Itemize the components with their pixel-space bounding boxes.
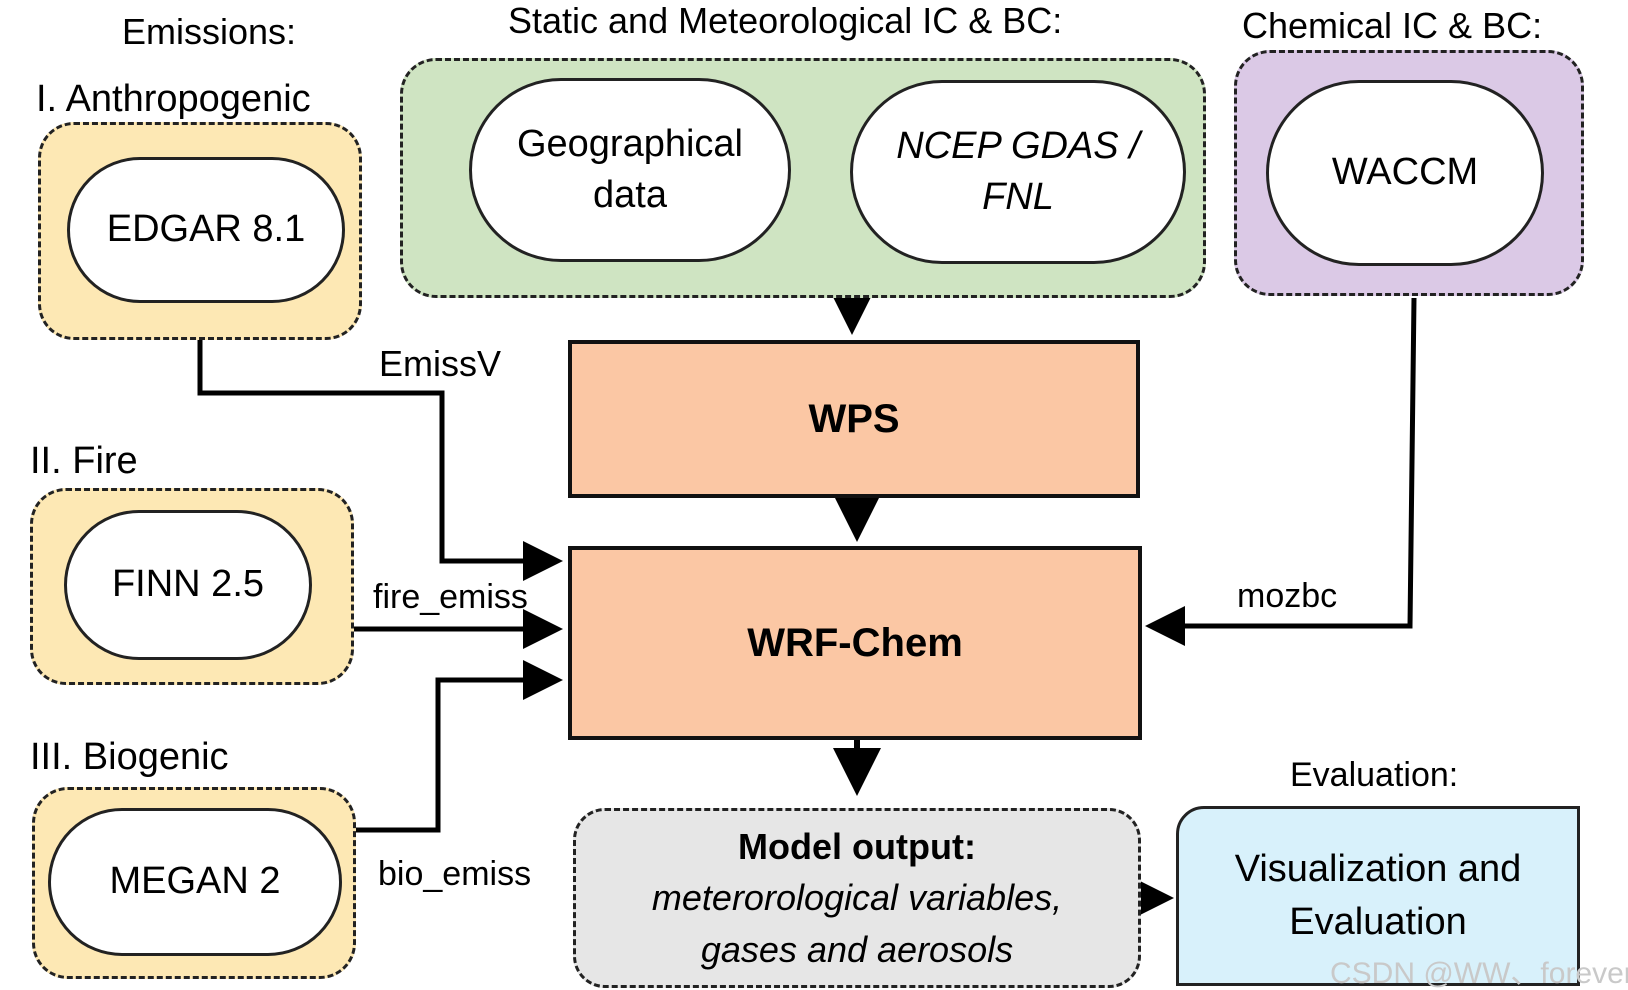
evaluation-line1: Visualization and (1234, 847, 1522, 890)
ncep-line1: NCEP GDAS / (896, 124, 1140, 167)
model-output-title: Model output: (738, 826, 976, 868)
wrf-chem-box: WRF-Chem (568, 546, 1142, 740)
megan-label: MEGAN 2 (109, 860, 281, 903)
megan-node: MEGAN 2 (48, 808, 342, 956)
edgar-label: EDGAR 8.1 (106, 208, 306, 251)
wps-box: WPS (568, 340, 1140, 498)
wrf-chem-label: WRF-Chem (747, 620, 963, 665)
emissv-label: EmissV (379, 343, 502, 384)
mozbc-label: mozbc (1237, 577, 1338, 615)
bio-emiss-label: bio_emiss (378, 855, 532, 893)
ncep-line2: FNL (982, 176, 1054, 218)
connector-megan-wrfchem (354, 660, 563, 833)
finn-node: FINN 2.5 (64, 510, 312, 660)
geographical-line2: data (593, 174, 667, 216)
fire-emiss-label: fire_emiss (373, 578, 528, 616)
geographical-data-node: Geographical data (469, 78, 791, 262)
model-output-line2: gases and aerosols (700, 928, 1014, 970)
csdn-watermark: CSDN @WW、forever (1330, 957, 1628, 990)
visualization-evaluation-node: Visualization and Evaluation (1176, 806, 1580, 986)
wps-label: WPS (808, 396, 900, 441)
waccm-node: WACCM (1266, 80, 1544, 266)
fire-title: II. Fire (30, 440, 138, 482)
static-met-heading: Static and Meteorological IC & BC: (508, 0, 1063, 41)
geographical-line1: Geographical (516, 122, 744, 165)
chemical-heading: Chemical IC & BC: (1242, 5, 1543, 46)
model-output-line1: meterorological variables, (651, 877, 1063, 919)
waccm-label: WACCM (1331, 151, 1479, 194)
edgar-node: EDGAR 8.1 (67, 157, 345, 303)
model-output-node: Model output: meterorological variables,… (573, 808, 1141, 988)
finn-label: FINN 2.5 (111, 563, 265, 606)
biogenic-title: III. Biogenic (30, 736, 229, 778)
evaluation-heading: Evaluation: (1290, 756, 1459, 794)
connector-edgar-wrfchem (197, 338, 563, 581)
evaluation-line2: Evaluation (1289, 901, 1467, 943)
anthropogenic-title: I. Anthropogenic (36, 78, 311, 120)
ncep-gdas-fnl-node: NCEP GDAS / FNL (850, 80, 1186, 264)
connector-waccm-wrfchem (1145, 297, 1417, 646)
emissions-heading: Emissions: (122, 11, 297, 52)
